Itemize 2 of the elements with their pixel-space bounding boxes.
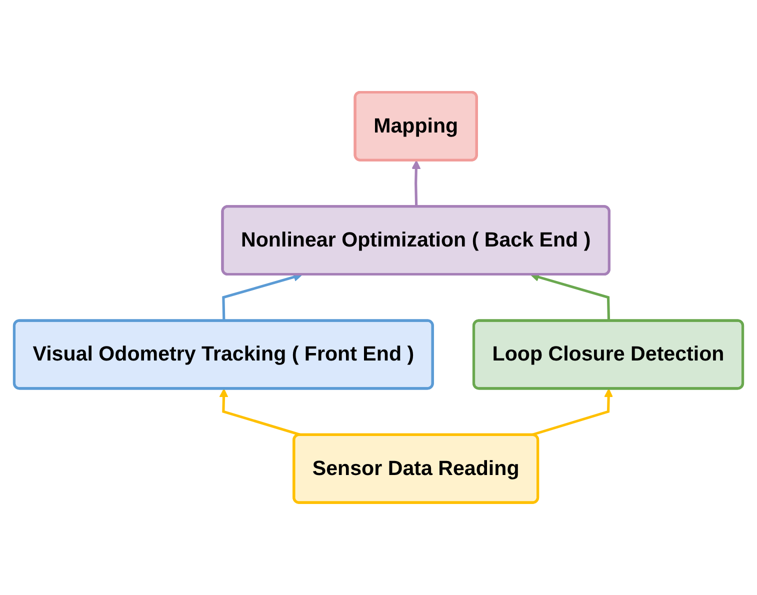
arrow [412, 160, 421, 208]
arrow [530, 388, 614, 437]
